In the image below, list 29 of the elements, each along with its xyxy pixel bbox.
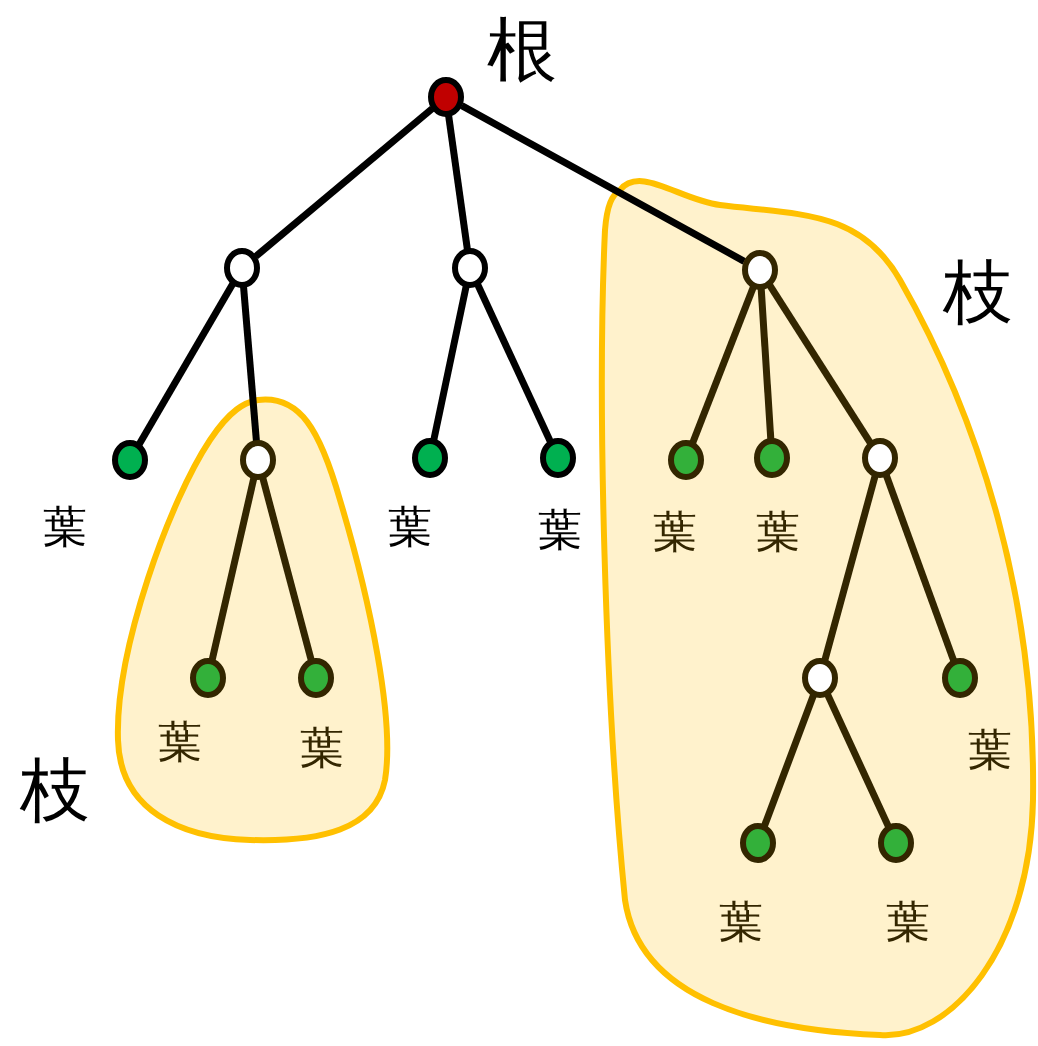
branch-label: 枝 [943,257,1013,327]
edge-line [824,692,892,829]
node-label: 葉 [756,510,800,554]
edge-line [474,282,554,444]
edge-line [761,693,817,828]
edge-line [208,476,258,662]
edge-line [821,474,879,662]
node-label: 葉 [388,505,432,549]
edge-line [430,284,470,442]
node-label: 根 [487,15,557,85]
node-label: 葉 [43,505,87,549]
edge-line [445,114,471,251]
node-label: 葉 [886,900,930,944]
node-label: 葉 [158,720,202,764]
edge-line [460,102,746,265]
node-label: 葉 [719,900,763,944]
edge-line [757,287,775,441]
node-label: 葉 [968,728,1012,772]
edge-line [882,473,958,663]
edge-line [253,105,435,260]
node-label: 葉 [300,726,344,770]
edge-line [689,285,757,445]
edge-line [136,281,236,447]
edge-line [766,283,874,445]
node-label: 葉 [538,508,582,552]
node-label: 葉 [653,510,697,554]
edge-line [240,285,260,443]
edge-line [259,476,315,662]
branch-label: 枝 [20,755,90,825]
